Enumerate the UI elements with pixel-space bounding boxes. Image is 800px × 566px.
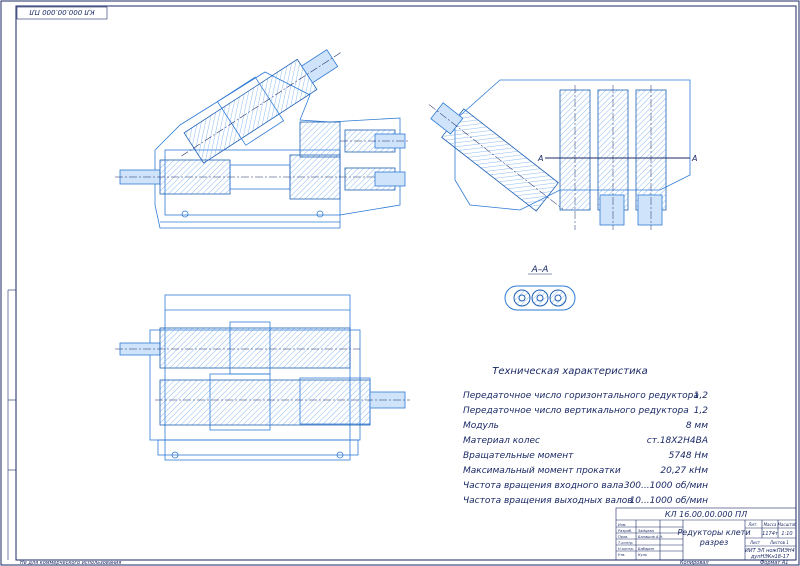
sheets-label: Листов 1: [769, 540, 789, 545]
drawing-name-line1: Редукторы клети: [677, 528, 750, 537]
scale-header: Масштаб: [777, 522, 797, 527]
section-aa-label: А–А: [531, 265, 549, 275]
tech-spec-value: 10...1000 об/мин: [630, 496, 709, 506]
role-label: Н.контр.: [618, 547, 634, 551]
view-top-left: [115, 49, 410, 229]
tech-spec-label: Передаточное число вертикального редукто…: [463, 406, 689, 416]
org-line1: ИИТ ЭЛ ножПИЭН4: [745, 548, 795, 554]
mirrored-stamp: КЛ 000.00.000 ПЛ: [16, 6, 108, 20]
view-top-right: [428, 79, 691, 230]
signature-rows: Изм. Разраб. Пров. Т.контр. Н.контр. Утв…: [618, 523, 663, 557]
tech-spec-value: 5748 Нм: [669, 451, 709, 461]
signer-name: Бабарин: [638, 547, 655, 551]
role-label: Пров.: [618, 535, 628, 539]
tech-spec-label: Частота вращения выходных валов: [463, 496, 633, 506]
scale-value: 1:10: [781, 531, 792, 537]
role-label: Т.контр.: [618, 541, 634, 545]
footer-format-label: Формат А1: [760, 560, 788, 566]
tech-spec-label: Модуль: [463, 421, 499, 431]
left-margin-strip: [7, 289, 16, 560]
mirrored-stamp-text: КЛ 000.00.000 ПЛ: [29, 8, 95, 16]
tech-spec-row: Передаточное число вертикального редукто…: [463, 406, 708, 416]
tech-spec-row: Частота вращения выходных валов 10...100…: [463, 496, 708, 506]
title-block: [615, 507, 797, 561]
stage-header: Лит.: [747, 522, 757, 527]
inner-frame: [15, 5, 797, 561]
tech-spec-row: Передаточное число горизонтального редук…: [463, 391, 708, 401]
tech-spec-title: Техническая характеристика: [492, 366, 648, 377]
tech-spec-value: 20,27 кНм: [660, 466, 708, 476]
section-mark-right: А: [691, 154, 697, 163]
footer-left-note: Не для коммерческого использования: [20, 560, 121, 566]
signer-name: Балашов А.Н.: [638, 535, 663, 539]
role-label: Изм.: [618, 523, 626, 527]
tech-spec-row: Частота вращения входного вала 300...100…: [463, 481, 708, 491]
section-aa: А–А: [504, 265, 576, 311]
section-mark-left: А: [537, 154, 543, 163]
tech-spec-value: 1,2: [694, 406, 709, 416]
tech-spec-row: Материал колес ст.18Х2Н4ВА: [463, 436, 708, 446]
tech-spec-value: 300...1000 об/мин: [624, 481, 708, 491]
doc-code: КЛ 16.00.00.000 ПЛ: [665, 510, 747, 519]
tech-spec-value: ст.18Х2Н4ВА: [647, 436, 708, 446]
drawing-name-line2: разрез: [699, 538, 729, 547]
tech-spec-label: Максимальный момент прокатки: [463, 466, 621, 476]
sheet-label: Лист: [749, 540, 761, 545]
tech-spec-label: Вращательные момент: [463, 451, 574, 461]
signer-name: Куль: [638, 553, 647, 557]
tech-spec-label: Частота вращения входного вала: [463, 481, 624, 491]
signer-name: Зайцева: [638, 529, 654, 533]
view-bottom-left: [115, 294, 410, 461]
footer-copy-label: Копировал: [680, 560, 709, 566]
tech-spec-row: Модуль 8 мм: [463, 421, 708, 431]
tech-spec-row: Вращательные момент 5748 Нм: [463, 451, 708, 461]
org-line2: дупНЭКн18-17: [750, 554, 790, 560]
tech-spec-row: Максимальный момент прокатки 20,27 кНм: [463, 466, 708, 476]
tech-spec-label: Материал колес: [463, 436, 540, 446]
mass-header: Масса: [764, 522, 777, 527]
tech-spec: Техническая характеристика Передаточное …: [463, 366, 708, 506]
role-label: Разраб.: [618, 529, 632, 533]
role-label: Утв.: [618, 553, 626, 557]
tech-spec-value: 8 мм: [686, 421, 708, 431]
tech-spec-label: Передаточное число горизонтального редук…: [463, 391, 699, 401]
mass-value: 1174т: [762, 531, 779, 537]
tech-spec-value: 1,2: [694, 391, 709, 401]
